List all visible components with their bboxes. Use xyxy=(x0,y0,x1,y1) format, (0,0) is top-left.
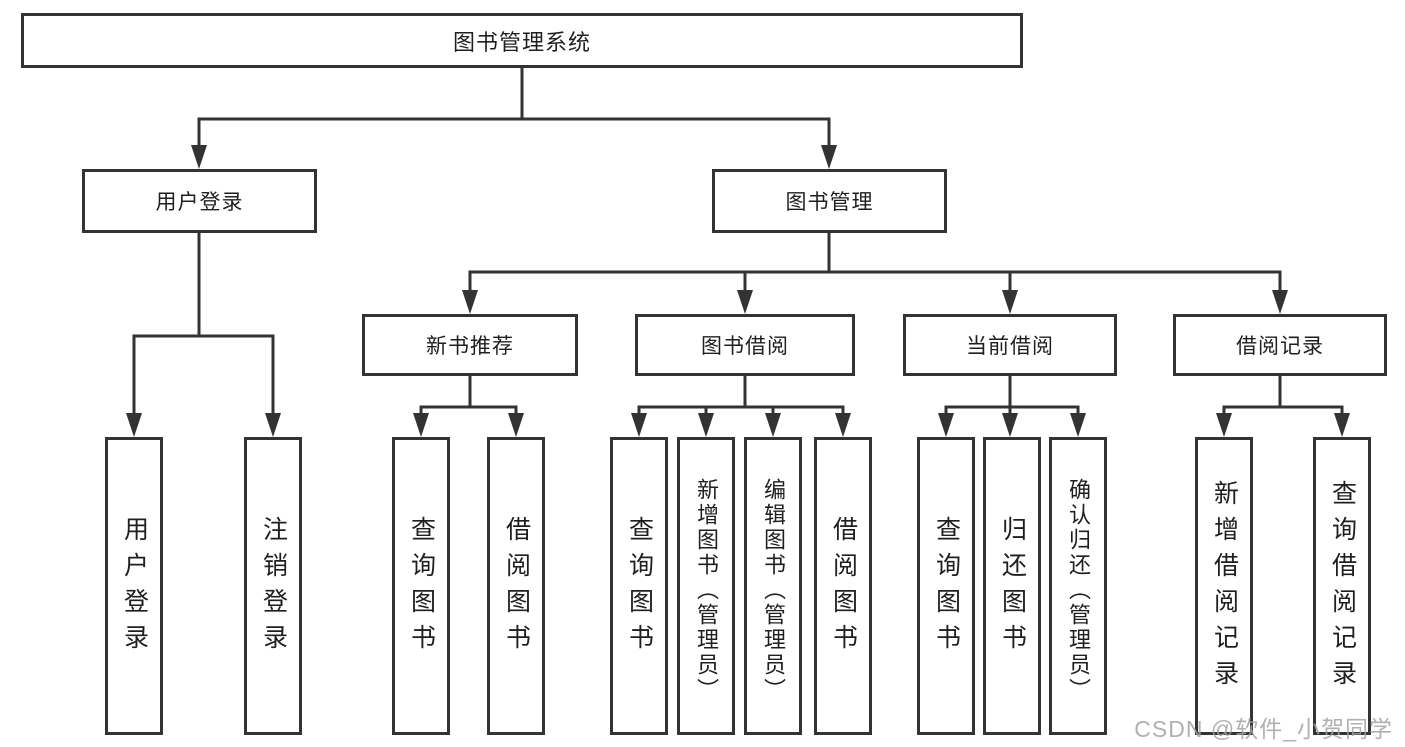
node-book-borrow: 图书借阅 xyxy=(635,314,855,376)
node-user-login: 用户登录 xyxy=(82,169,317,233)
leaf-borrow-books: 借阅图书 xyxy=(814,437,872,735)
leaf-add-borrow-record: 新增借阅记录 xyxy=(1195,437,1253,735)
node-current-borrow: 当前借阅 xyxy=(903,314,1117,376)
node-library-system-root: 图书管理系统 xyxy=(21,13,1023,68)
csdn-watermark: CSDN @软件_小贺同学 xyxy=(1134,716,1393,742)
leaf-recommend-query-books: 查询图书 xyxy=(392,437,450,735)
leaf-query-borrow-record: 查询借阅记录 xyxy=(1313,437,1371,735)
node-book-management: 图书管理 xyxy=(712,169,947,233)
leaf-borrow-query-books: 查询图书 xyxy=(610,437,668,735)
leaf-edit-books-admin: 编辑图书（管理员） xyxy=(744,437,802,735)
leaf-add-books-admin: 新增图书（管理员） xyxy=(677,437,735,735)
node-new-book-recommend: 新书推荐 xyxy=(362,314,578,376)
leaf-logout: 注销登录 xyxy=(244,437,302,735)
leaf-user-login: 用户登录 xyxy=(105,437,163,735)
leaf-recommend-borrow-books: 借阅图书 xyxy=(487,437,545,735)
leaf-return-books: 归还图书 xyxy=(983,437,1041,735)
leaf-current-query-books: 查询图书 xyxy=(917,437,975,735)
node-borrow-records: 借阅记录 xyxy=(1173,314,1387,376)
leaf-confirm-return-admin: 确认归还（管理员） xyxy=(1049,437,1107,735)
